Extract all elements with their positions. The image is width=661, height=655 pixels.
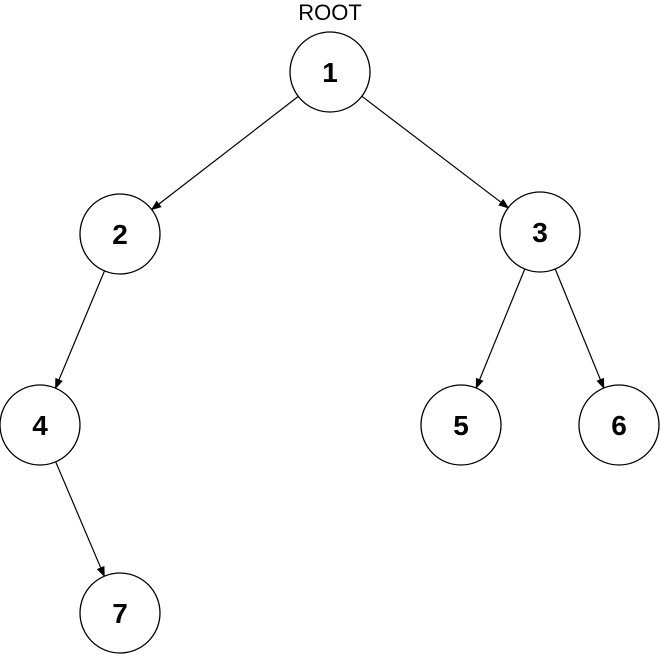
tree-edge-1-2: [152, 95, 299, 209]
tree-node-label-6: 6: [611, 410, 627, 441]
tree-node-4: 4: [0, 384, 81, 466]
tree-node-label-3: 3: [532, 217, 548, 248]
tree-edge-3-6: [554, 268, 605, 388]
tree-node-label-7: 7: [112, 598, 128, 629]
tree-edge-3-5: [475, 268, 526, 388]
tree-node-label-5: 5: [453, 410, 469, 441]
tree-node-6: 6: [578, 384, 660, 466]
tree-node-7: 7: [79, 572, 161, 654]
tree-edge-1-3: [361, 95, 508, 208]
tree-edge-2-4: [54, 270, 106, 388]
tree-node-3: 3: [499, 191, 581, 273]
tree-node-label-2: 2: [112, 219, 128, 250]
tree-node-5: 5: [420, 384, 502, 466]
tree-node-circle-5: [420, 384, 502, 466]
tree-node-2: 2: [79, 193, 161, 275]
tree-node-circle-2: [79, 193, 161, 275]
tree-node-circle-7: [79, 572, 161, 654]
tree-node-circle-1: [289, 31, 371, 113]
tree-node-label-1: 1: [322, 57, 338, 88]
tree-node-1: 1: [289, 31, 371, 113]
tree-edge-4-7: [55, 461, 105, 576]
tree-node-label-4: 4: [32, 410, 48, 441]
tree-node-circle-3: [499, 191, 581, 273]
root-label: ROOT: [298, 0, 362, 25]
tree-node-circle-6: [578, 384, 660, 466]
tree-node-circle-4: [0, 384, 81, 466]
